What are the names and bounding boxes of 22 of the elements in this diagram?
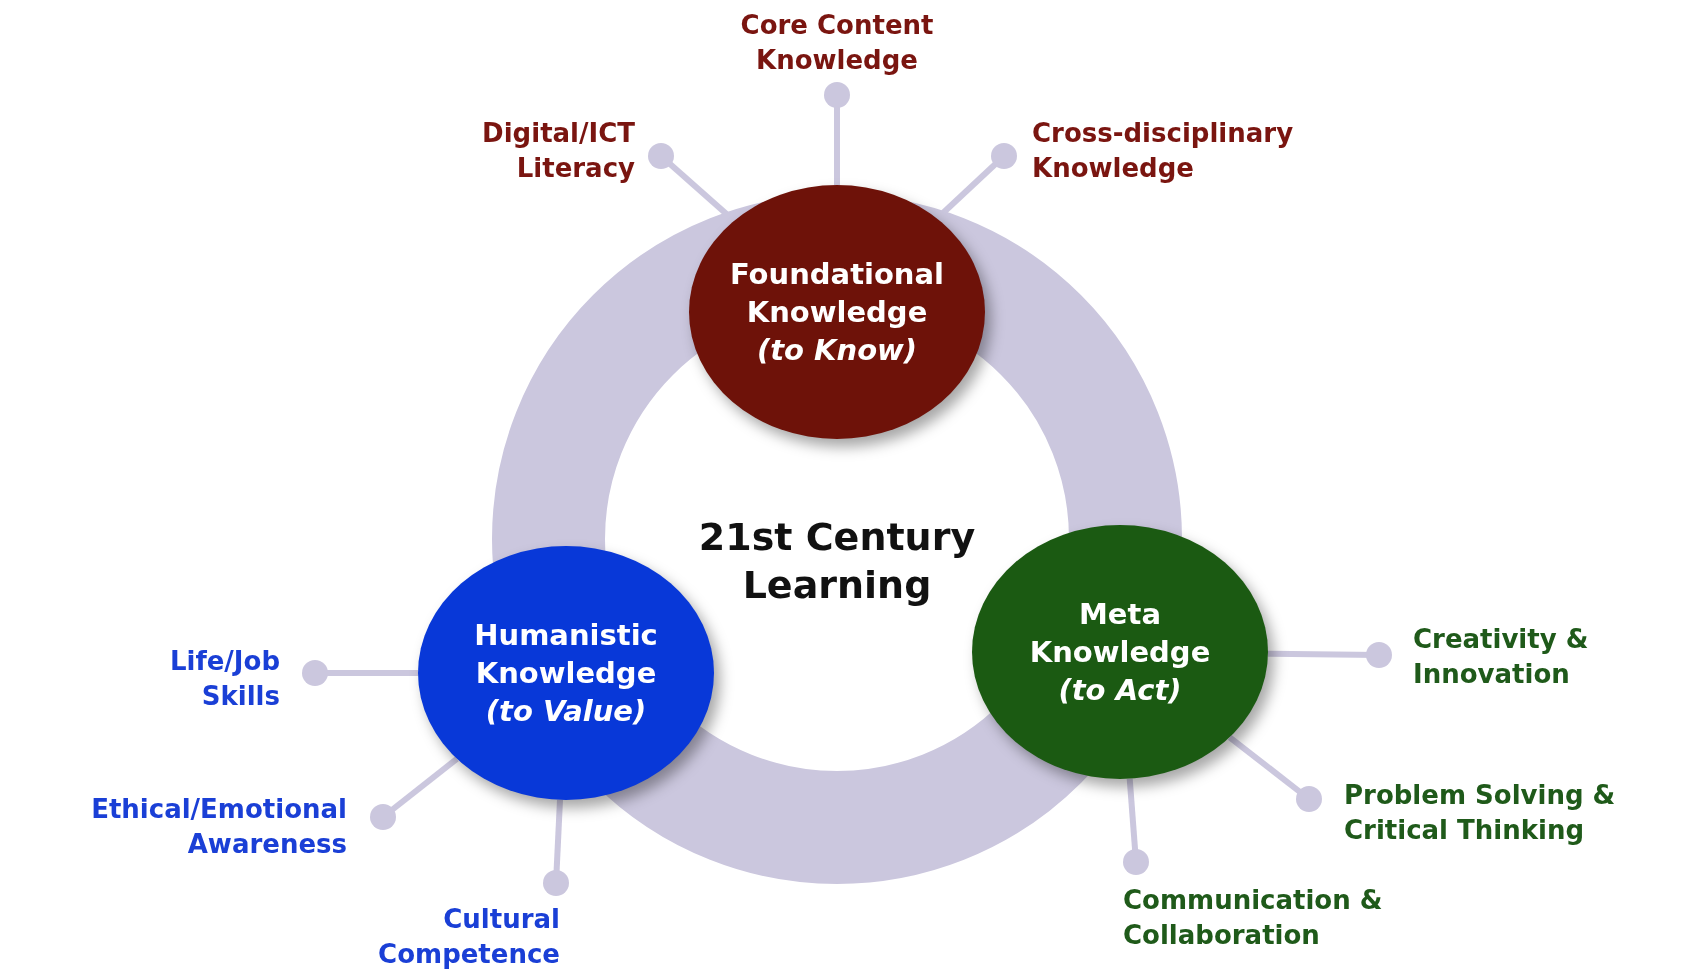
leader-line [302, 660, 418, 686]
leader-line [1227, 734, 1322, 812]
skill-label: Cultural Competence [330, 902, 560, 972]
center-title: 21st Century Learning [697, 514, 977, 609]
leader-line [1267, 642, 1392, 668]
skill-label: Life/Job Skills [120, 644, 280, 714]
skill-label: Core Content Knowledge [692, 8, 982, 78]
circle-title: Humanistic Knowledge [473, 617, 659, 692]
skill-label: Cross-disciplinary Knowledge [1032, 116, 1372, 186]
skill-label: Digital/ICT Literacy [405, 116, 635, 186]
skill-label: Ethical/Emotional Awareness [17, 792, 347, 862]
skill-label: Communication & Collaboration [1123, 883, 1433, 953]
leader-line [543, 799, 569, 896]
skill-label: Problem Solving & Critical Thinking [1344, 778, 1674, 848]
leader-line [1123, 778, 1149, 875]
circle-subtitle: (to Value) [485, 693, 647, 730]
leader-line [824, 82, 850, 185]
circle-subtitle: (to Act) [1058, 672, 1182, 709]
circle-title: Meta Knowledge [1028, 596, 1212, 671]
skill-label: Creativity & Innovation [1413, 622, 1663, 692]
circle-subtitle: (to Know) [756, 332, 918, 369]
circle-title: Foundational Knowledge [728, 256, 946, 331]
